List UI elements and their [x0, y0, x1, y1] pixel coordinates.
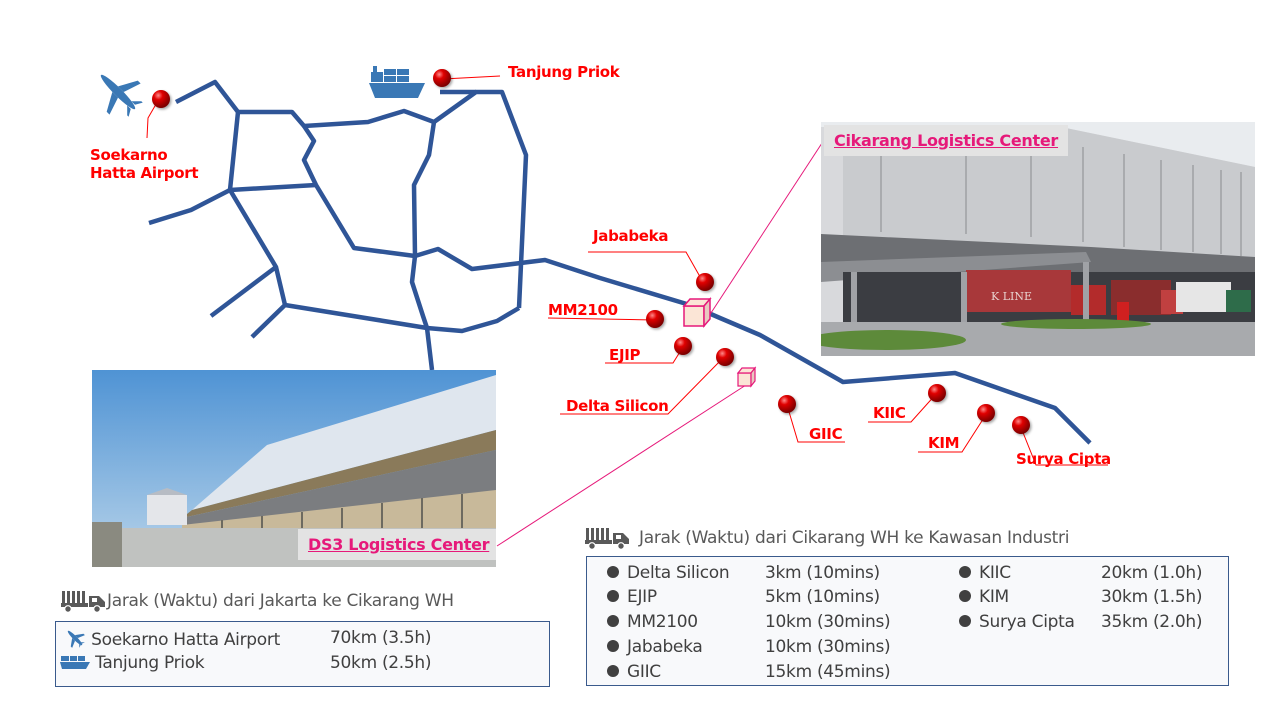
- jakarta-table-title-text: Jarak (Waktu) dari Jakarta ke Cikarang W…: [107, 591, 454, 611]
- airplane-icon: [67, 630, 85, 648]
- road-west-vertical: [227, 111, 241, 191]
- ship-icon: [60, 656, 90, 669]
- table-row-distance: 10km (30mins): [765, 612, 891, 632]
- pin-kim: [977, 404, 995, 422]
- road-middle: [229, 182, 317, 193]
- cikarang-warehouse-marker[interactable]: [682, 296, 712, 329]
- road-inner-east: [409, 121, 437, 371]
- pin-leader-lines: [146, 75, 1108, 466]
- bullet-icon: [959, 566, 971, 578]
- pin-surya-cipta: [1012, 416, 1030, 434]
- table-row-distance: 3km (10mins): [765, 563, 880, 583]
- road-sw-spur1: [209, 265, 278, 318]
- table-row-distance: 20km (1.0h): [1101, 563, 1203, 583]
- table-row-distance: 50km (2.5h): [330, 653, 432, 673]
- road-outer-east: [432, 89, 529, 309]
- bullet-icon: [607, 590, 619, 602]
- industri-table-title: Jarak (Waktu) dari Cikarang WH ke Kawasa…: [585, 526, 1069, 550]
- label-airport: Soekarno Hatta Airport: [90, 146, 199, 182]
- table-row: Soekarno Hatta Airport: [64, 628, 280, 650]
- road-sw-spur2: [250, 303, 287, 339]
- pin-giic: [778, 395, 796, 413]
- table-row: Tanjung Priok: [60, 653, 205, 673]
- table-row-distance: 5km (10mins): [765, 587, 880, 607]
- bullet-icon: [607, 566, 619, 578]
- container-text: K LINE: [991, 290, 1032, 303]
- label-delta-silicon: Delta Silicon: [566, 397, 669, 415]
- pin-delta-silicon: [716, 348, 734, 366]
- label-giic: GIIC: [809, 425, 843, 443]
- pin-ejip: [674, 337, 692, 355]
- ship-icon: [369, 66, 425, 98]
- ds3-photo-caption[interactable]: DS3 Logistics Center: [298, 529, 496, 560]
- label-ejip: EJIP: [609, 346, 641, 364]
- road-inner-diagonal: [301, 124, 1092, 445]
- table-row-distance: 30km (1.5h): [1101, 587, 1203, 607]
- table-row: KIM: [959, 587, 1009, 607]
- table-row: Jababeka: [607, 637, 703, 657]
- road-airport: [174, 79, 240, 114]
- table-row-distance: 70km (3.5h): [330, 628, 432, 648]
- pin-jababeka: [696, 273, 714, 291]
- bullet-icon: [607, 665, 619, 677]
- pin-airport: [152, 90, 170, 108]
- place-name: Soekarno Hatta Airport: [91, 630, 280, 650]
- label-mm2100: MM2100: [548, 301, 618, 319]
- label-surya-cipta: Surya Cipta: [1016, 450, 1111, 468]
- table-row: Surya Cipta: [959, 612, 1075, 632]
- pins: [152, 69, 1030, 434]
- bullet-icon: [607, 640, 619, 652]
- table-row: EJIP: [607, 587, 657, 607]
- road-top: [238, 108, 435, 129]
- pin-mm2100: [646, 310, 664, 328]
- warehouse-connectors: [496, 139, 825, 547]
- roads: [148, 79, 1092, 445]
- cikarang-warehouse-photo: K LINE Cikarang Logistics Center: [821, 122, 1255, 356]
- table-row: Delta Silicon: [607, 563, 730, 583]
- table-row-distance: 35km (2.0h): [1101, 612, 1203, 632]
- cikarang-photo-illustration: K LINE: [821, 122, 1255, 356]
- table-row-distance: 10km (30mins): [765, 637, 891, 657]
- table-row: GIIC: [607, 662, 661, 682]
- road-sw-diagonal: [228, 188, 288, 306]
- airplane-icon: [100, 74, 143, 117]
- truck-icon: [585, 528, 629, 550]
- table-row: KIIC: [959, 563, 1011, 583]
- pin-tanjung-priok: [433, 69, 451, 87]
- label-tanjung-priok: Tanjung Priok: [508, 63, 620, 81]
- industri-table-title-text: Jarak (Waktu) dari Cikarang WH ke Kawasa…: [639, 528, 1070, 548]
- truck-icon: [61, 591, 105, 613]
- table-row: MM2100: [607, 612, 698, 632]
- pin-kiic: [928, 384, 946, 402]
- label-kim: KIM: [928, 434, 960, 452]
- bullet-icon: [607, 615, 619, 627]
- road-west-spur: [148, 187, 232, 226]
- ds3-warehouse-marker[interactable]: [736, 366, 757, 388]
- place-name: Tanjung Priok: [95, 653, 205, 673]
- jakarta-distance-table: Soekarno Hatta Airport 70km (3.5h) Tanju…: [55, 621, 550, 687]
- label-kiic: KIIC: [873, 404, 906, 422]
- label-jababeka: Jababeka: [593, 227, 669, 245]
- table-row-distance: 15km (45mins): [765, 662, 891, 682]
- jakarta-table-title: Jarak (Waktu) dari Jakarta ke Cikarang W…: [61, 589, 454, 613]
- road-lower: [284, 302, 521, 334]
- industri-distance-table: Delta Silicon 3km (10mins) EJIP 5km (10m…: [586, 556, 1229, 686]
- bullet-icon: [959, 590, 971, 602]
- cikarang-photo-caption[interactable]: Cikarang Logistics Center: [824, 125, 1069, 156]
- bullet-icon: [959, 615, 971, 627]
- ds3-warehouse-photo: DS3 Logistics Center: [92, 370, 496, 567]
